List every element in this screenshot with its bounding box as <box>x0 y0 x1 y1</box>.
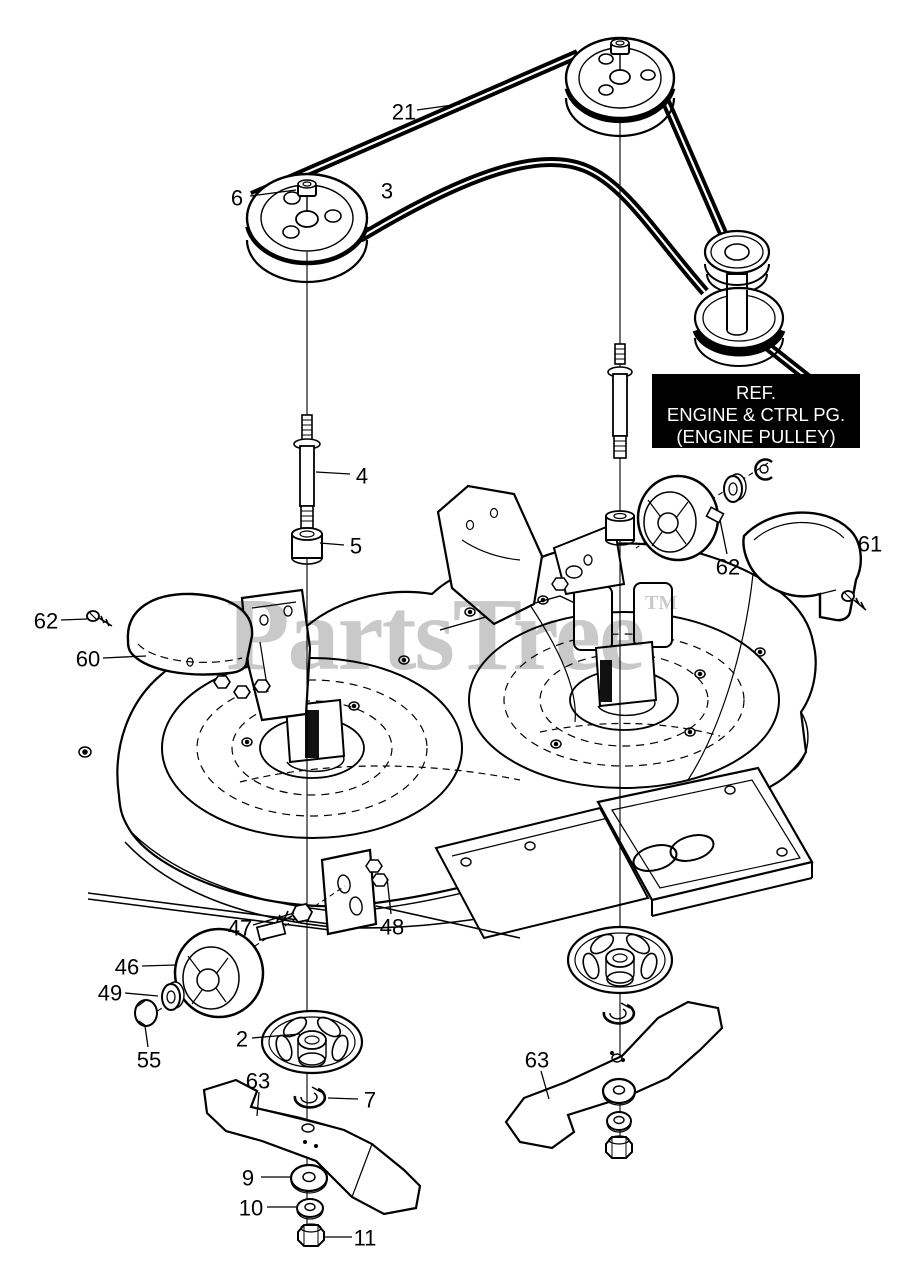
axle-bolt <box>255 903 314 941</box>
leader-line-63 <box>256 1091 260 1117</box>
right-blade-washer-large <box>601 1077 637 1106</box>
leader-line-4 <box>315 471 351 475</box>
part-label-7: 7 <box>364 1088 376 1113</box>
right-spindle-shaft <box>607 343 633 459</box>
right-spindle-spacer <box>605 510 635 546</box>
part-label-3: 3 <box>381 179 393 204</box>
right-lock-washer <box>602 1002 636 1025</box>
support-rails <box>87 892 521 939</box>
e-clip <box>754 458 773 481</box>
leader-line-6 <box>249 189 297 197</box>
ref-box-line-1: REF. <box>736 382 776 403</box>
mower-deck-shell <box>78 484 817 940</box>
leader-line-48 <box>386 877 392 915</box>
spindle-spacer <box>291 527 323 565</box>
engine-idler-pulley <box>692 229 786 367</box>
leader-line-62 <box>719 519 728 555</box>
part-label-61: 61 <box>858 532 882 557</box>
leader-line-63 <box>540 1070 550 1100</box>
part-label-62: 62 <box>716 555 740 580</box>
mower-blade-right <box>504 1000 724 1150</box>
part-label-5: 5 <box>350 534 362 559</box>
right-pulley-nut <box>610 38 630 55</box>
left-pulley-nut <box>297 179 317 197</box>
ref-box-line-3: (ENGINE PULLEY) <box>676 426 835 447</box>
leader-line-7 <box>327 1097 359 1100</box>
right-blade-housing <box>468 582 780 789</box>
part-label-4: 4 <box>356 464 368 489</box>
part-label-49: 49 <box>98 981 122 1006</box>
blade-nut <box>297 1223 325 1247</box>
leader-line-60 <box>102 655 147 659</box>
part-label-2: 2 <box>236 1027 248 1052</box>
part-label-47: 47 <box>228 916 252 941</box>
right-blade-nut <box>605 1135 633 1159</box>
leader-line-46 <box>141 964 177 967</box>
leader-line-2 <box>251 1033 301 1039</box>
ref-engine-pulley-box <box>652 374 860 448</box>
leader-line-55 <box>144 1025 149 1048</box>
blade-washer-small <box>296 1198 324 1220</box>
spindle-shaft <box>293 414 321 529</box>
part-label-11: 11 <box>354 1226 377 1251</box>
part-label-63: 63 <box>525 1048 549 1073</box>
ref-box-line-2: ENGINE & CTRL PG. <box>667 404 845 425</box>
leader-line-21 <box>416 103 461 111</box>
hub-cap <box>134 999 158 1027</box>
rock-guard-screw <box>86 610 113 627</box>
rear-hanger-bracket <box>436 484 576 723</box>
blade-washer-large <box>289 1163 329 1194</box>
leader-line-49 <box>124 992 159 997</box>
mower-blade-left <box>202 1078 422 1216</box>
wheel-bracket <box>320 848 389 936</box>
part-label-10: 10 <box>239 1196 263 1221</box>
deflector-shield <box>742 511 862 622</box>
leader-line-62 <box>60 618 88 621</box>
part-label-62: 62 <box>34 609 58 634</box>
left-spindle-bracket <box>240 588 312 722</box>
right-blade-adapter <box>566 925 674 995</box>
rock-guard <box>126 592 254 676</box>
leader-line-47 <box>252 912 295 926</box>
bracket-bolts <box>213 675 271 699</box>
part-label-63: 63 <box>246 1069 270 1094</box>
drive-belt <box>250 49 837 402</box>
deflector-screw <box>841 590 867 611</box>
part-label-48: 48 <box>380 915 404 940</box>
left-blade-housing <box>161 657 463 839</box>
part-label-21: 21 <box>392 100 416 125</box>
right-wheel-washer <box>723 473 747 503</box>
part-label-55: 55 <box>137 1048 161 1073</box>
part-label-9: 9 <box>242 1166 254 1191</box>
right-blade-washer-small <box>606 1111 632 1133</box>
deck-bolts <box>78 595 766 758</box>
blade-adapter <box>260 1009 364 1075</box>
right-gauge-wheel <box>636 474 725 562</box>
lock-washer <box>293 1086 327 1109</box>
part-label-46: 46 <box>115 955 139 980</box>
part-label-6: 6 <box>231 186 243 211</box>
part-label-60: 60 <box>76 647 100 672</box>
hanger-plate-assembly <box>434 766 814 940</box>
left-spindle-pulley <box>245 172 369 284</box>
left-gauge-wheel <box>173 927 265 1019</box>
leader-line-5 <box>319 542 345 546</box>
wheel-washer <box>161 981 185 1011</box>
